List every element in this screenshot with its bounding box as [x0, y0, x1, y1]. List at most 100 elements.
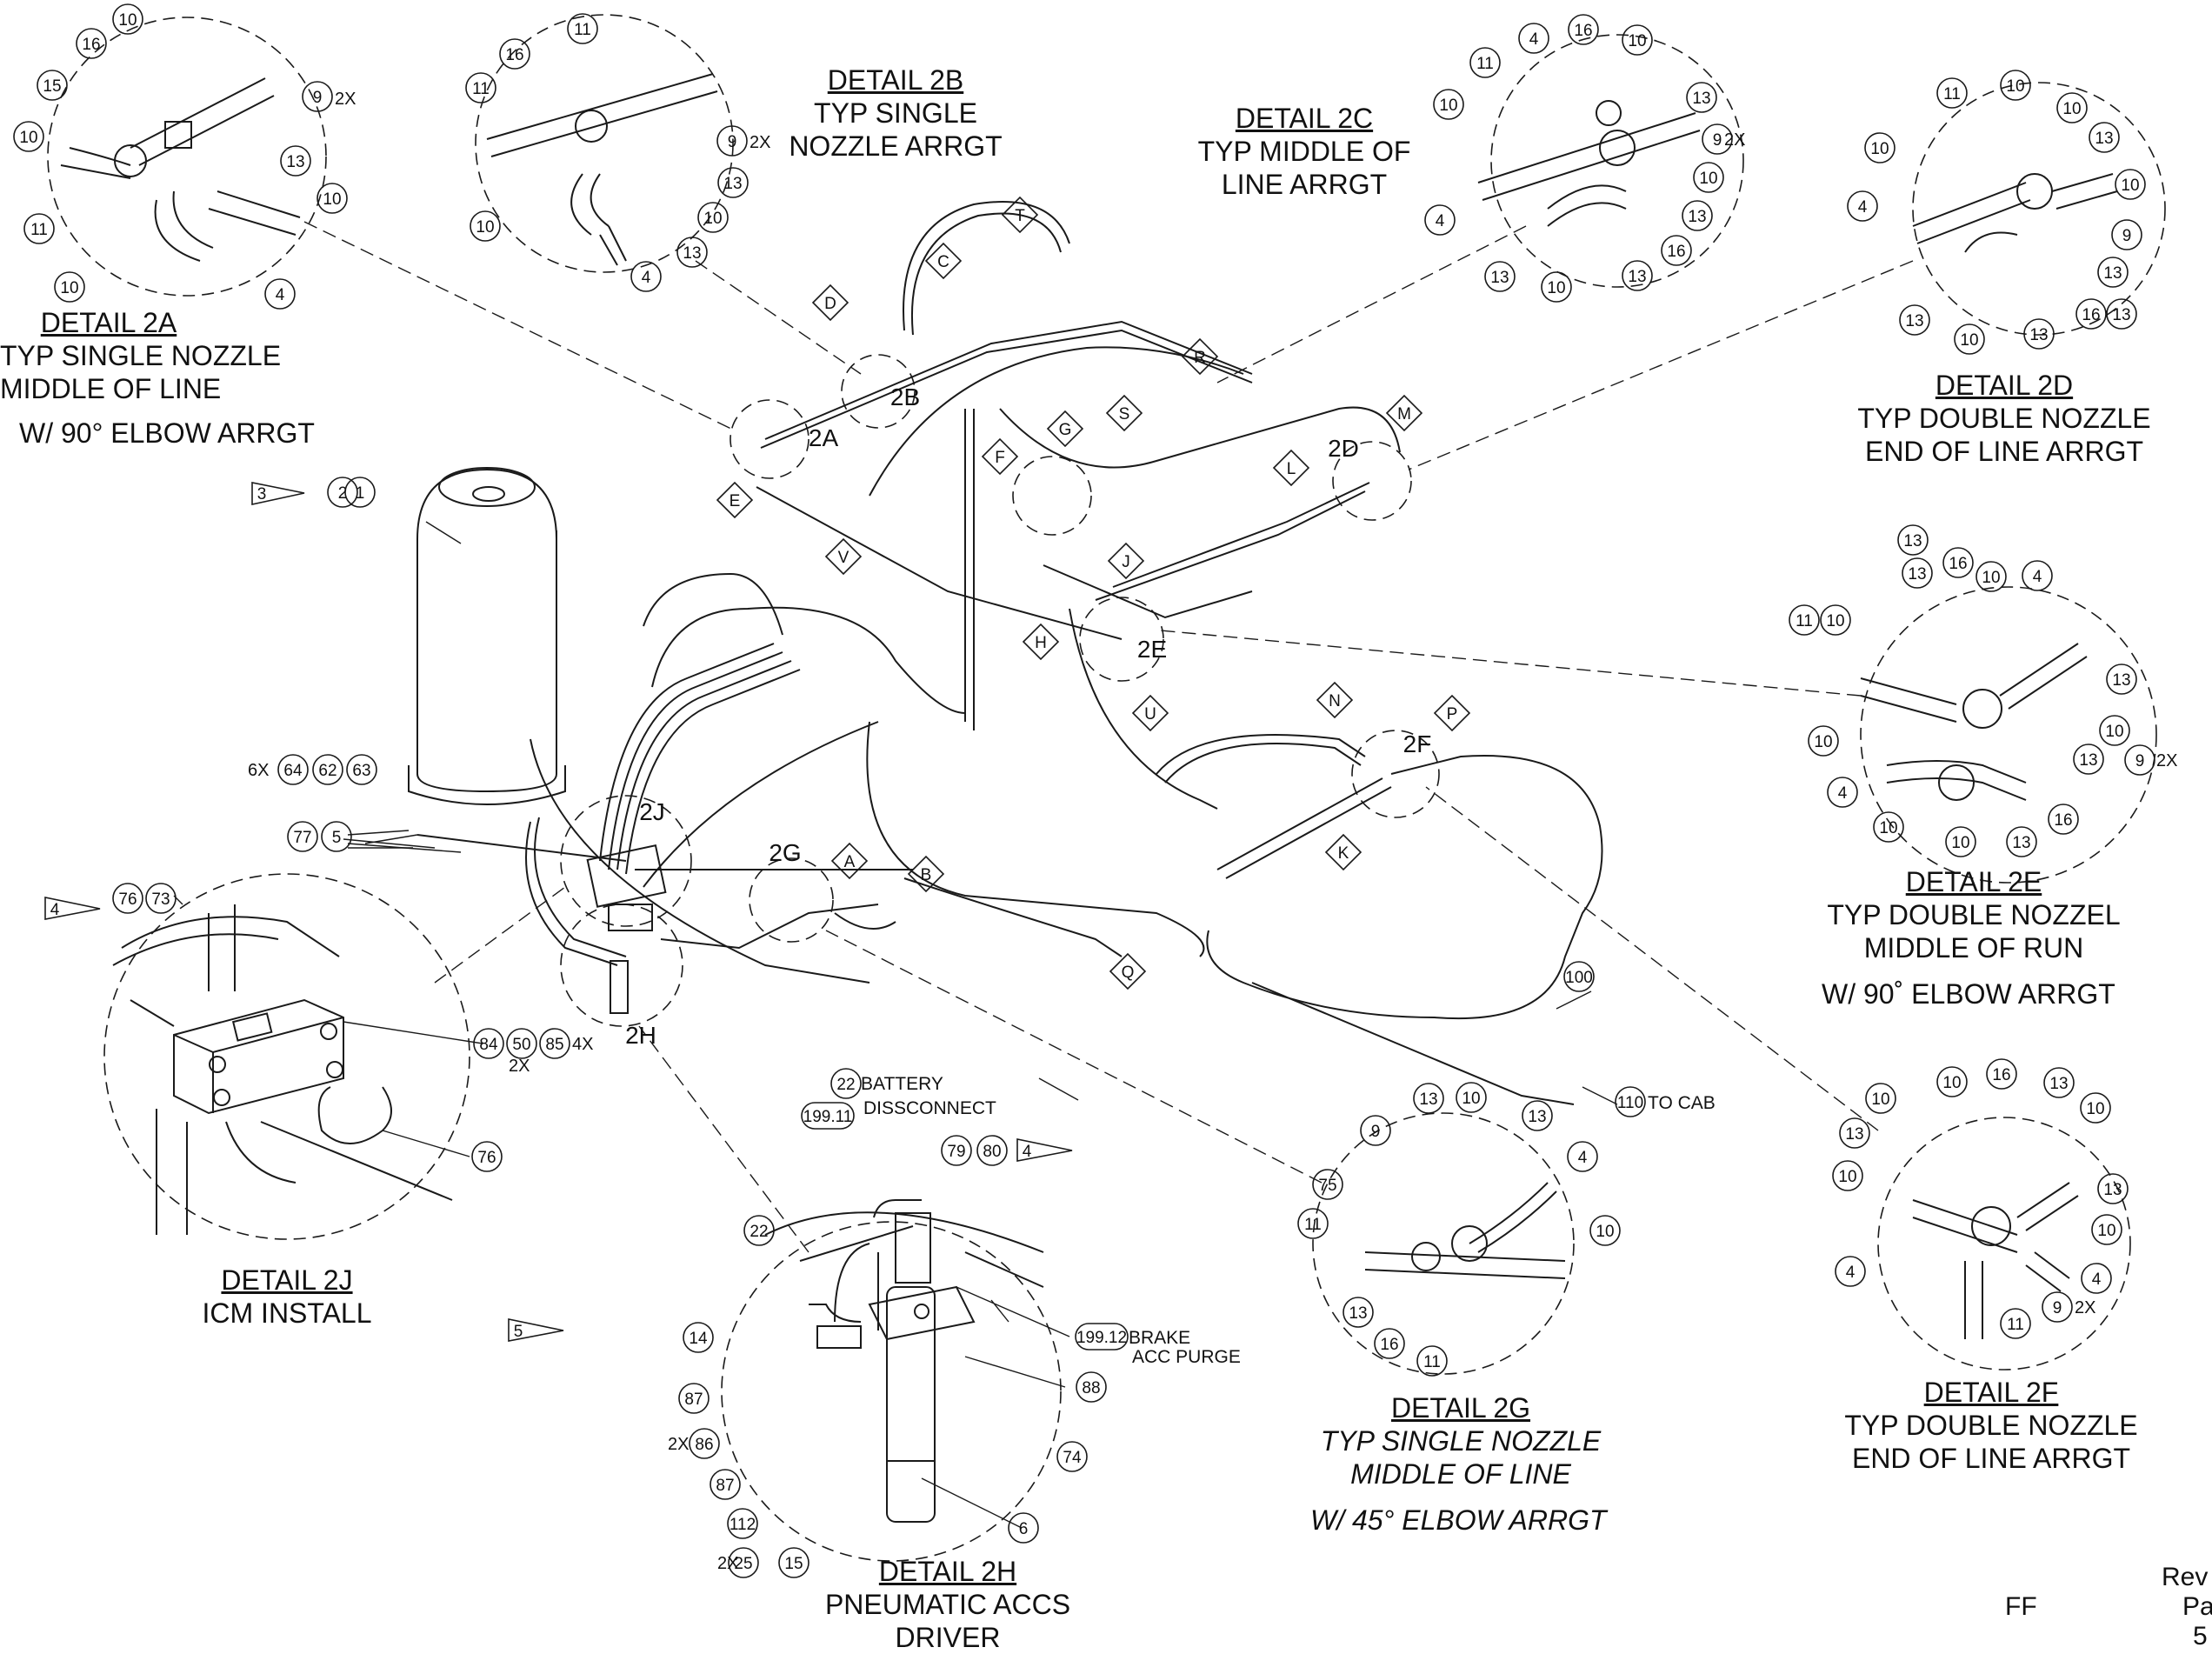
detail-title: DETAIL 2A [40, 307, 177, 338]
balloon [1076, 1371, 1107, 1403]
balloon [743, 1215, 775, 1246]
detail-circle-2f [1877, 1117, 2131, 1371]
balloon [2000, 1308, 2031, 1339]
balloon [717, 167, 749, 198]
balloon [539, 1028, 570, 1059]
detail-line: TYP DOUBLE NOZZLE [1844, 1410, 2138, 1441]
detail-2c-title: DETAIL 2C TYP MIDDLE OF LINE ARRGT [1183, 102, 1426, 201]
balloon [1541, 271, 1572, 303]
balloon [1936, 1066, 1968, 1097]
balloon [567, 13, 598, 44]
balloon [1456, 1082, 1487, 1113]
detail-title: DETAIL 2D [1935, 370, 2074, 401]
accs-detail [764, 1199, 1044, 1523]
ff-label: FF [2005, 1592, 2037, 1621]
balloon [506, 1028, 537, 1059]
balloon [346, 754, 377, 785]
balloon [2000, 70, 2031, 101]
balloon [1864, 132, 1896, 163]
detail-line: TYP SINGLE NOZZLE [1320, 1425, 1602, 1457]
balloon [264, 278, 296, 310]
balloon [676, 237, 708, 268]
balloon [287, 821, 318, 852]
balloon [1832, 1160, 1863, 1191]
balloon [1518, 23, 1549, 54]
balloon [316, 183, 348, 214]
icm-detail [112, 904, 453, 1235]
detail-2g-note: W/ 45° ELBOW ARRGT [1310, 1504, 1607, 1536]
balloon [2073, 744, 2104, 775]
detail-circle-2a [47, 17, 327, 297]
detail-circle-2e [1860, 586, 2157, 884]
balloon [1056, 1441, 1088, 1472]
balloon [1622, 24, 1653, 56]
fittings-2g [1364, 1182, 1566, 1279]
balloon [1686, 82, 1717, 113]
balloon [778, 1547, 810, 1578]
detail-2d-title: DETAIL 2D TYP DOUBLE NOZZLE END OF LINE … [1848, 369, 2161, 468]
detail-line: TYP SINGLE [814, 97, 977, 129]
detail-line: ICM INSTALL [202, 1297, 372, 1329]
balloon [145, 883, 177, 914]
balloon [1469, 47, 1501, 78]
balloon [2075, 298, 2107, 330]
balloon [2124, 744, 2155, 776]
balloon [976, 1135, 1008, 1166]
balloon [1702, 123, 1733, 155]
detail-2g-title: DETAIL 2G TYP SINGLE NOZZLE MIDDLE OF LI… [1304, 1391, 1617, 1491]
balloon [54, 271, 85, 303]
balloon [344, 477, 376, 508]
balloon [1954, 323, 1985, 355]
detail-title: DETAIL 2F [1923, 1377, 2059, 1408]
balloon [2106, 298, 2137, 330]
detail-title: DETAIL 2E [1905, 866, 2042, 897]
balloon [1567, 1141, 1598, 1172]
balloon [1808, 725, 1839, 757]
balloon [2115, 169, 2146, 200]
tubing [416, 201, 1603, 1105]
balloon [1413, 1083, 1444, 1114]
detail-title: DETAIL 2G [1390, 1392, 1531, 1424]
balloon [1975, 561, 2007, 592]
balloon [1312, 1169, 1343, 1200]
detail-2a-title: DETAIL 2A TYP SINGLE NOZZLE MIDDLE OF LI… [0, 306, 281, 405]
balloon [1589, 1215, 1621, 1246]
detail-circle-2g [1312, 1112, 1575, 1375]
page-number: 5 [2193, 1622, 2208, 1651]
balloon [1563, 961, 1595, 992]
detail-circle-2h [721, 1221, 1062, 1562]
balloon [1847, 190, 1878, 222]
balloon [1902, 557, 1933, 589]
fittings-2b [486, 73, 718, 266]
balloon [277, 754, 309, 785]
detail-line: MIDDLE OF LINE [1350, 1458, 1571, 1490]
balloon [689, 1428, 720, 1459]
detail-circle-2b [475, 14, 734, 273]
balloon [1945, 826, 1976, 857]
balloon [2022, 560, 2053, 591]
ref-flags [44, 482, 1073, 1342]
balloon [2006, 826, 2037, 857]
balloon [1615, 1086, 1646, 1117]
detail-line: TYP DOUBLE NOZZLE [1857, 403, 2151, 434]
balloon [678, 1383, 710, 1414]
balloon [2089, 122, 2120, 153]
detail-circle-2c [1490, 34, 1744, 288]
detail-line: NOZZLE ARRGT [789, 130, 1003, 162]
balloons [13, 3, 2155, 1578]
balloon [1820, 604, 1851, 636]
balloon [321, 821, 352, 852]
balloon [37, 70, 68, 101]
detail-2e-title: DETAIL 2E TYP DOUBLE NOZZEL MIDDLE OF RU… [1813, 865, 2135, 964]
balloon [2056, 92, 2088, 123]
fittings-2d [1912, 173, 2118, 253]
balloon [710, 1469, 741, 1500]
balloon [630, 261, 662, 292]
balloon [473, 1028, 504, 1059]
balloon [830, 1068, 862, 1099]
balloon [1827, 777, 1858, 808]
balloon [112, 883, 143, 914]
balloon [2081, 1263, 2112, 1294]
balloon [112, 3, 143, 35]
